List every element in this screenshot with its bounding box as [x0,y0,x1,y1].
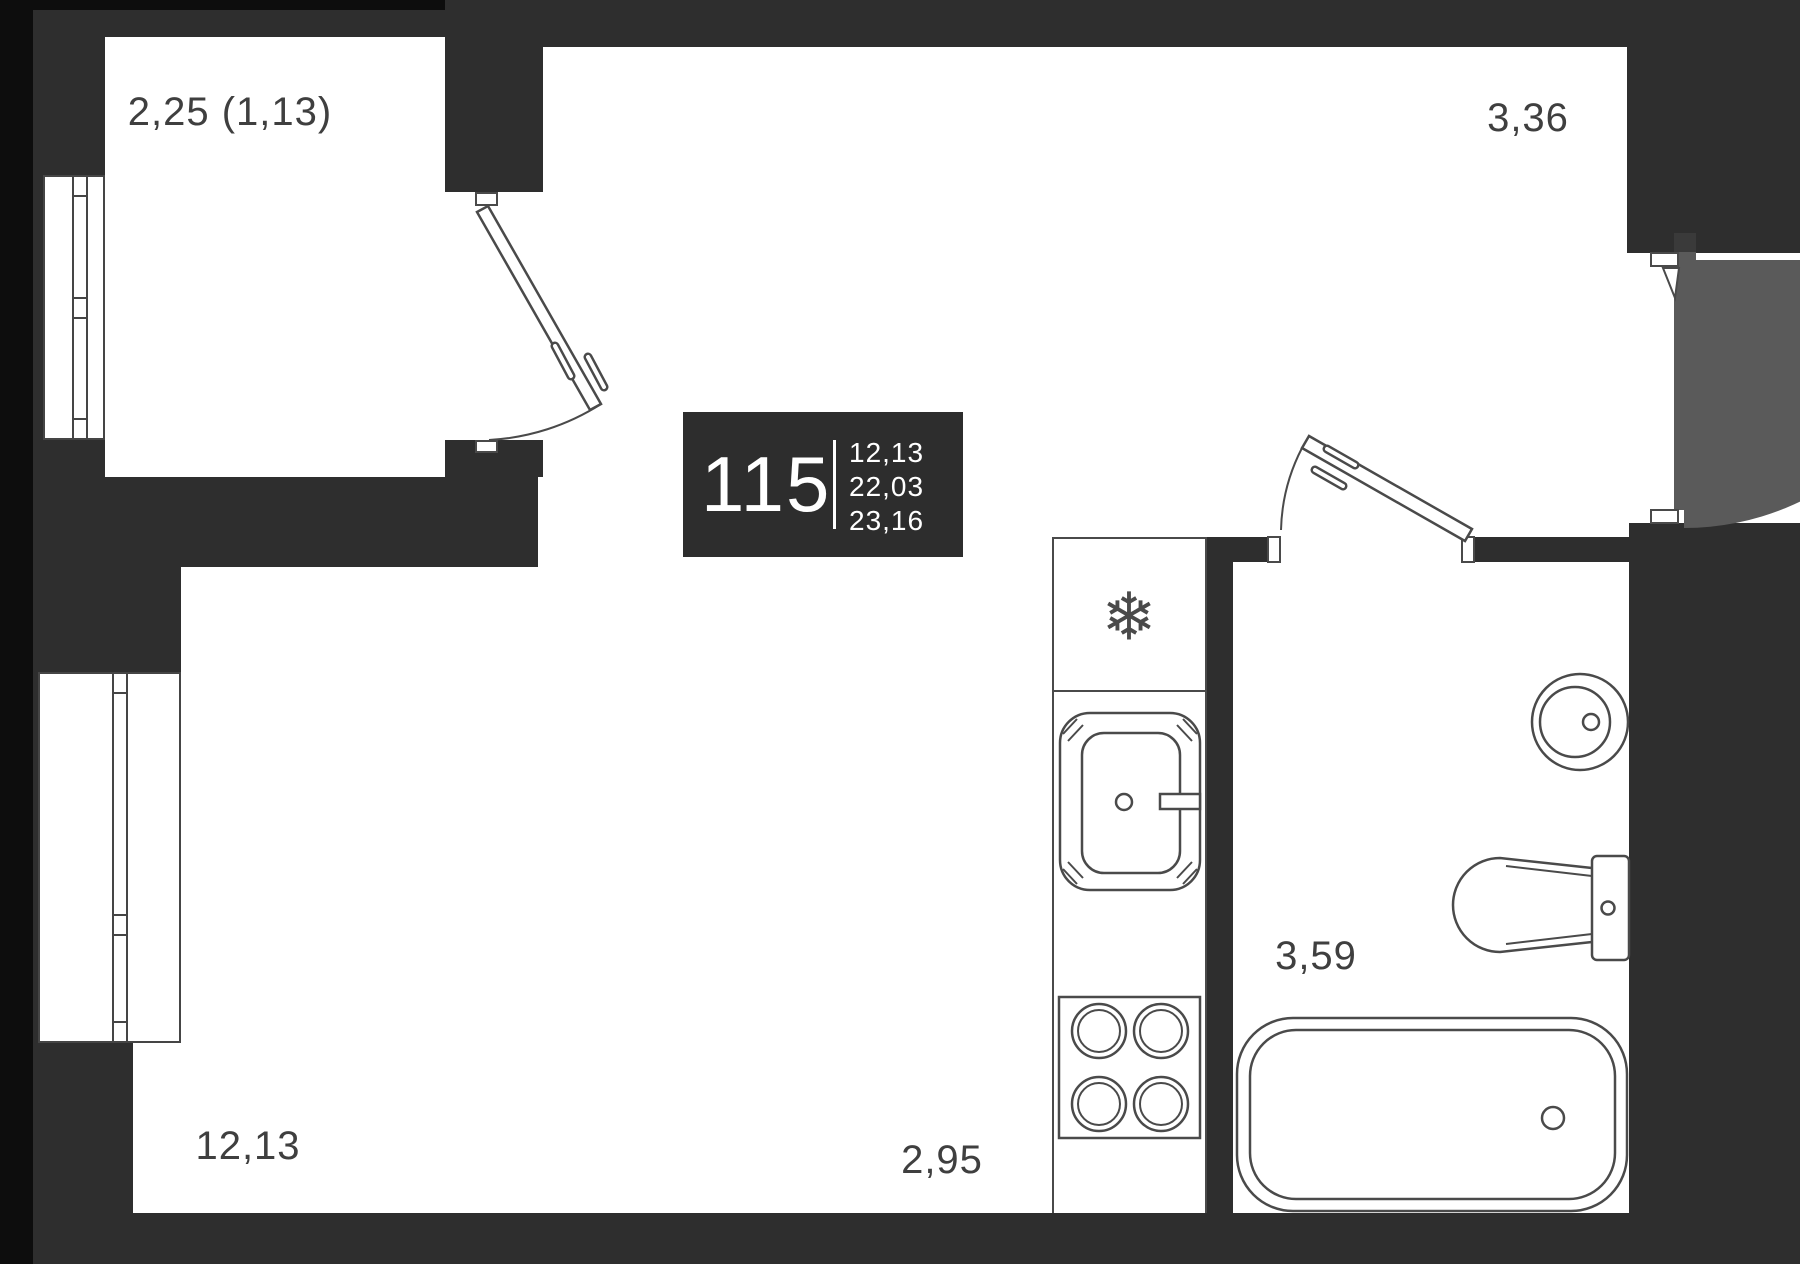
living-window-mullion-bottom [112,1021,128,1043]
wall-left-upper [33,37,105,175]
bathroom-door-handle [1315,449,1355,486]
wall-left-sliver-living [33,672,38,1043]
kitchen-sink [1060,713,1200,890]
bathtub [1237,1018,1627,1211]
wall-left-lower [33,1043,133,1213]
stove-burner [1140,1083,1182,1125]
bathtub-outer [1237,1018,1627,1211]
area-living-value: 12,13 [849,437,925,468]
apartment-info-box: 115 12,13 22,03 23,16 [683,412,963,557]
bathroom-sink-outer [1532,674,1628,770]
living-room-window-frame [112,672,128,1043]
dim-top-room: 3,36 [1487,96,1569,140]
wall-bath-top-right [1475,537,1629,562]
bathroom-sink-faucet [1583,714,1599,730]
area-main-value: 22,03 [849,471,925,502]
toilet-flush-button [1602,902,1615,915]
balcony-window-mullion-top [72,175,88,197]
bathroom-sink [1532,674,1628,770]
toilet-tank [1592,856,1629,960]
living-window-mullion-middle [112,914,128,936]
kitchen-sink-corner-ticks [1063,719,1197,884]
entrance-door-swing-area [1684,260,1800,528]
dim-balcony: 2,25 (1,13) [127,90,333,134]
wall-left-below-balcony-window [33,440,105,477]
stove-body [1059,997,1200,1138]
balcony-door [477,206,604,440]
entrance-door-hinge-wedge [1663,268,1679,298]
stove-burner [1134,1004,1188,1058]
apartment-areas: 12,13 22,03 23,16 [849,436,924,538]
living-window-mullion-top [112,672,128,694]
fridge-snowflake-icon: ❄ [1101,579,1156,656]
wall-bath-door-stub-left [1233,537,1267,562]
edge-strip-left [0,0,33,1264]
dim-living-room: 12,13 [195,1124,301,1168]
living-room-window [38,672,181,1043]
wall-bottom [33,1213,1800,1264]
stove-burner [1134,1077,1188,1131]
wall-balcony-right-upper [445,0,543,192]
entrance-door-head [1674,233,1696,252]
wall-top-right-block [1627,0,1800,253]
balcony-door-jamb-top [475,192,498,206]
entrance-door-jamb-top [1650,252,1679,267]
toilet [1453,856,1629,960]
kitchen-sink-drain [1116,794,1132,810]
balcony-window-mullion-middle [72,297,88,319]
bathtub-drain [1542,1107,1564,1129]
wall-top-main [543,0,1627,47]
entrance-door-swing-arc [1684,260,1800,528]
balcony-door-handle [555,346,604,387]
wall-right-lower [1629,523,1800,1264]
kitchen-sink-faucet [1160,794,1200,809]
toilet-rim-bottom [1506,934,1592,944]
apartment-number: 115 [701,440,832,528]
dim-kitchen-zone: 2,95 [901,1138,983,1182]
balcony-window-mullion-bottom [72,418,88,440]
balcony-door-jamb-bottom [475,440,498,453]
bathroom-door-jamb-left [1267,536,1281,563]
stove-burner [1140,1010,1182,1052]
wall-left-mid [33,567,181,672]
toilet-bowl [1453,858,1592,952]
wall-kitchen-bath [1207,537,1233,1213]
bathtub-inner [1250,1030,1615,1199]
fridge-divider-line [1052,690,1207,692]
stove-burner [1078,1083,1120,1125]
toilet-rim-top [1506,866,1592,876]
balcony-window [43,175,105,440]
stove-burner [1072,1004,1126,1058]
bathroom-door-swing-arc [1281,448,1302,530]
wall-under-balcony [33,477,538,567]
bathroom-door [1281,436,1472,541]
wall-left-sliver-balcony [33,175,43,440]
stove-burner [1072,1077,1126,1131]
balcony-door-swing-arc [489,404,601,440]
bathroom-sink-basin [1540,687,1610,757]
info-box-divider [833,440,836,529]
edge-strip-top [33,0,445,10]
stove [1059,997,1200,1138]
entrance-door-jamb-bottom [1650,509,1679,524]
balcony-door-leaf [477,206,601,410]
dim-bathroom: 3,59 [1275,934,1357,978]
wall-balcony-top [33,10,445,37]
area-total-value: 23,16 [849,505,925,536]
stove-burner [1078,1010,1120,1052]
